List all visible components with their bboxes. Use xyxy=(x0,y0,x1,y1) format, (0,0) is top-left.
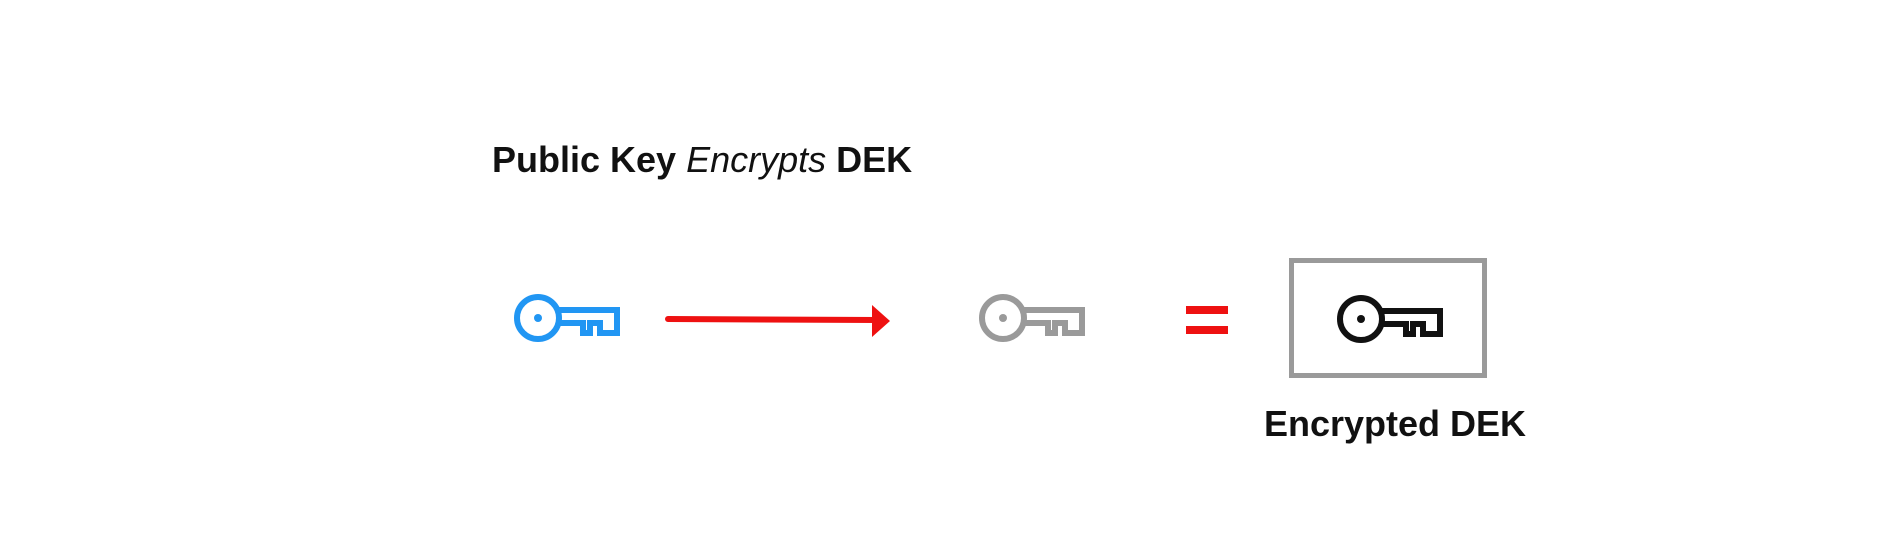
title-encrypts: Encrypts xyxy=(686,139,827,180)
equals-icon xyxy=(1186,306,1228,334)
public-key-icon xyxy=(514,294,620,342)
title-dek: DEK xyxy=(836,139,913,180)
title-public-key: Public Key xyxy=(492,139,677,180)
arrow-right-icon xyxy=(665,305,890,337)
diagram-title: Public Key Encrypts DEK xyxy=(492,138,912,182)
encrypted-dek-key-icon xyxy=(1337,295,1443,343)
encrypted-dek-box xyxy=(1289,258,1487,378)
encrypted-dek-caption: Encrypted DEK xyxy=(1263,403,1527,444)
dek-key-icon xyxy=(979,294,1085,342)
